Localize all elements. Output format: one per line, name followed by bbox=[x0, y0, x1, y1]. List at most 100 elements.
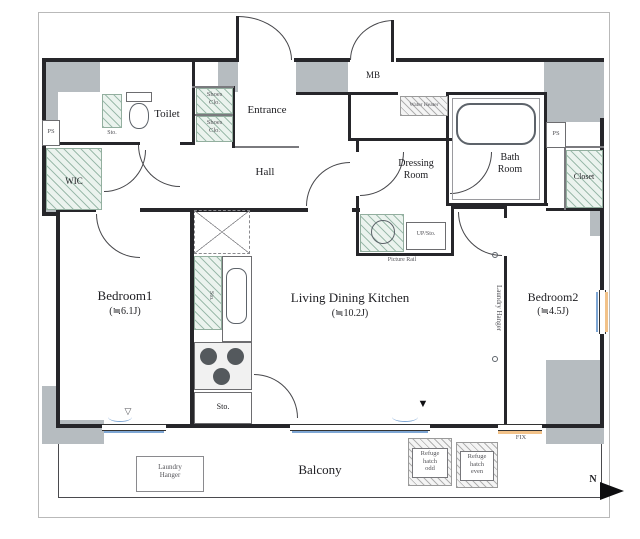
toilet-tank bbox=[126, 92, 152, 102]
refuge-hatch-even-label-box bbox=[460, 451, 494, 481]
wall bbox=[140, 208, 194, 212]
vent-marker-open: ▽ bbox=[124, 406, 132, 416]
pillar bbox=[42, 92, 58, 122]
water-heater-box bbox=[400, 96, 448, 116]
room-label-hall: Hall bbox=[255, 166, 275, 178]
wall bbox=[348, 138, 452, 141]
wall bbox=[504, 206, 507, 218]
shoes-closet-bottom-label: Shoes Clo. bbox=[206, 119, 223, 134]
vent-marker-solid: ▼ bbox=[417, 398, 429, 410]
wall-line bbox=[564, 146, 566, 210]
stove-burner bbox=[200, 348, 217, 365]
wall bbox=[180, 142, 194, 145]
room-label-bath: Bath Room bbox=[497, 152, 523, 175]
up-sto-label: UP/Sto. bbox=[416, 231, 436, 237]
wall bbox=[356, 196, 359, 256]
shoes-closet-top bbox=[196, 88, 233, 114]
wall bbox=[192, 58, 195, 145]
bedroom1-size: (≒6.1J) bbox=[109, 306, 141, 317]
bathtub bbox=[456, 103, 536, 145]
picture-rail-label: Picture Rail bbox=[387, 257, 417, 263]
closet-area bbox=[566, 150, 603, 208]
wall bbox=[546, 208, 604, 211]
shoes-closet-bottom bbox=[196, 116, 233, 142]
wall bbox=[356, 253, 454, 256]
room-label-entrance: Entrance bbox=[247, 104, 287, 116]
stove-burner bbox=[213, 368, 230, 385]
water-heater-label: Water Heater bbox=[409, 102, 439, 108]
room-label-bedroom2: Bedroom2 bbox=[527, 290, 579, 304]
wall bbox=[42, 142, 140, 145]
entrance-step bbox=[235, 146, 299, 148]
laundry-hanger-balcony-label: Laundry Hanger bbox=[158, 463, 182, 480]
wall bbox=[544, 92, 547, 206]
pillar bbox=[42, 58, 100, 92]
wall bbox=[430, 424, 498, 428]
up-sto-box bbox=[406, 222, 446, 250]
pillar bbox=[218, 58, 238, 92]
wall bbox=[166, 424, 290, 428]
wall bbox=[451, 206, 507, 209]
wall bbox=[190, 208, 194, 428]
room-label-ldk: Living Dining Kitchen bbox=[290, 290, 410, 305]
wic-area bbox=[46, 148, 102, 210]
toilet-storage bbox=[102, 94, 122, 128]
washing-machine-icon bbox=[371, 220, 395, 244]
room-label-dressing: Dressing Room bbox=[398, 158, 434, 181]
stove-burner bbox=[227, 348, 244, 365]
room-label-balcony: Balcony bbox=[298, 462, 342, 477]
kitchen-sto-label: Sto. bbox=[216, 402, 230, 411]
pillar bbox=[296, 58, 348, 94]
wall bbox=[42, 58, 236, 62]
ps-right-box bbox=[546, 122, 566, 148]
mb-door-leaf bbox=[391, 20, 394, 62]
wall bbox=[56, 424, 102, 428]
fix-window bbox=[498, 424, 542, 431]
bedroom1-window bbox=[102, 424, 166, 431]
wall bbox=[56, 212, 60, 428]
window-accent bbox=[104, 431, 164, 433]
wall bbox=[296, 92, 398, 95]
wall bbox=[542, 424, 604, 428]
wall bbox=[451, 206, 454, 256]
curtain-mark bbox=[392, 412, 418, 422]
wall bbox=[348, 94, 351, 140]
wall bbox=[504, 256, 507, 428]
hanger-hook bbox=[492, 252, 498, 258]
curtain-mark bbox=[108, 412, 132, 422]
laundry-hanger-side-label: Laundry Hanger bbox=[495, 284, 503, 332]
ps-right-label: PS bbox=[552, 130, 560, 137]
refuge-hatch-even-label: Refuge hatch even bbox=[467, 453, 487, 476]
shoes-closet-top-label: Shoes Clo. bbox=[206, 91, 223, 106]
window-accent bbox=[605, 292, 608, 332]
hanger-hook bbox=[492, 356, 498, 362]
entrance-door-leaf bbox=[236, 16, 239, 62]
wall bbox=[446, 94, 449, 206]
wall-line bbox=[546, 146, 604, 148]
room-label-toilet: Toilet bbox=[154, 108, 180, 120]
ldk-size: (≒10.2J) bbox=[331, 308, 369, 319]
wall-line bbox=[192, 86, 234, 88]
pillar bbox=[546, 360, 604, 444]
window-accent bbox=[596, 292, 598, 332]
ldk-window bbox=[290, 424, 430, 431]
window-accent bbox=[498, 431, 542, 434]
wall bbox=[600, 334, 604, 428]
site-outline bbox=[38, 12, 610, 518]
kitchen-storage-tall bbox=[194, 256, 222, 330]
kitchen-sink bbox=[226, 268, 247, 324]
wall-line bbox=[195, 114, 233, 116]
bedroom2-size: (≒4.5J) bbox=[537, 306, 569, 317]
wall bbox=[446, 203, 548, 206]
balcony-rail bbox=[58, 428, 602, 498]
wall bbox=[232, 86, 235, 148]
room-label-closet: Closet bbox=[573, 172, 595, 181]
mb-label: MB bbox=[365, 70, 380, 80]
toilet-storage-label: Sto. bbox=[107, 130, 117, 136]
refuge-hatch-odd-label: Refuge hatch odd bbox=[420, 450, 440, 473]
north-arrow-icon bbox=[600, 482, 624, 500]
bath-inner-line bbox=[452, 98, 540, 200]
laundry-hanger-balcony-box bbox=[136, 456, 204, 492]
fridge-space bbox=[194, 210, 250, 254]
